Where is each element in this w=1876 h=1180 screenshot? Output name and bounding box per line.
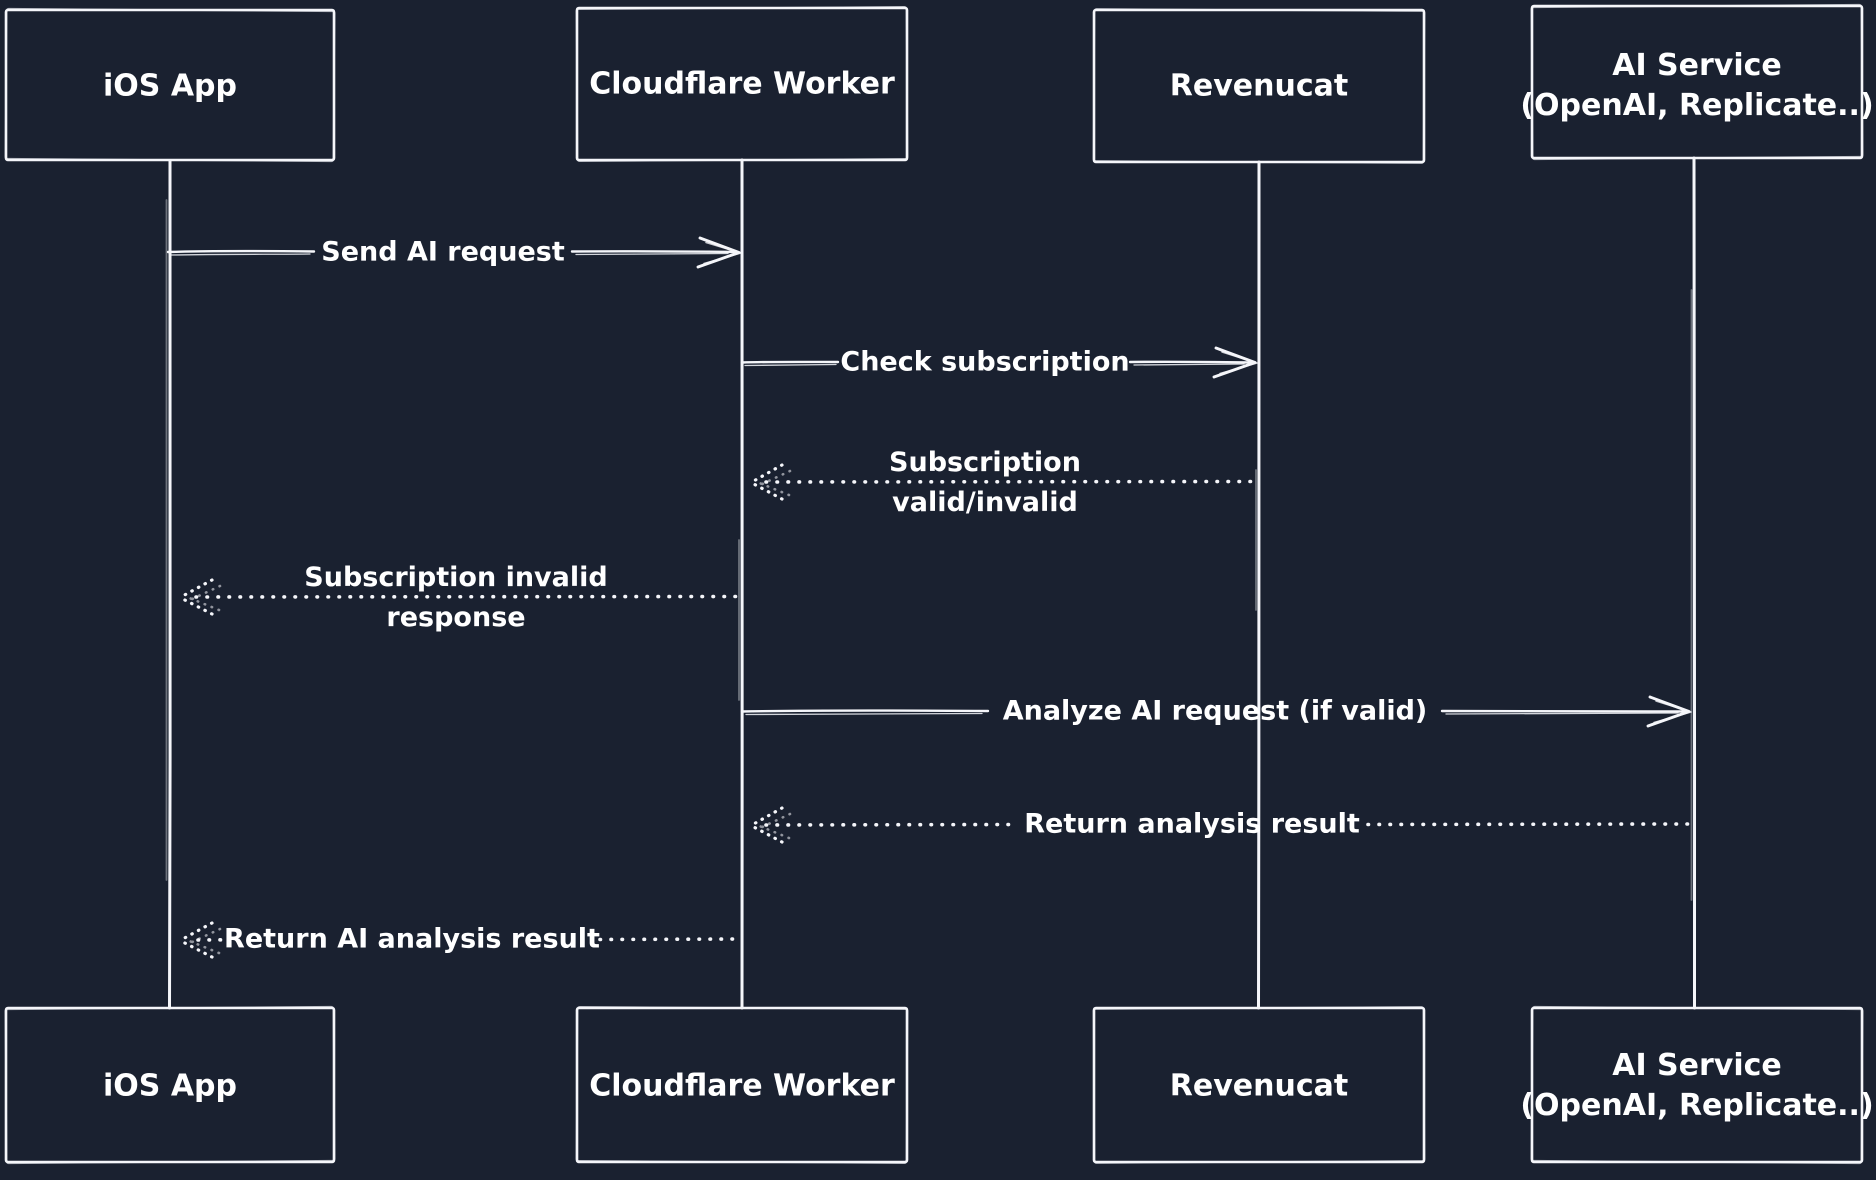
message-label-line1: Subscription [889,447,1081,478]
message-label-analyze-ai-request: Analyze AI request (if valid) [1002,695,1428,727]
lifeline-ios-app [165,159,172,1010]
participant-box-ai-service-top [1530,3,1864,161]
arrowhead-left-icon [178,578,214,616]
ai-service-label-line2: (OpenAI, Replicate..) [1520,88,1874,123]
message-line-return-ai-analysis-result [178,921,744,959]
message-line-send-ai-request [166,236,742,269]
participant-label-cloudflare-worker-bottom: Cloudflare Worker [589,1068,895,1104]
participant-box-ios-app-top [4,7,336,163]
participant-label-ai-service-top: AI Service (OpenAI, Replicate..) [1520,46,1873,126]
lifeline-cloudflare-worker [738,158,744,1010]
ai-service-label-line1: AI Service [1612,48,1782,83]
participant-box-cloudflare-worker-top [575,5,909,163]
message-line-return-analysis-result [749,806,1694,844]
participant-label-ios-app-bottom: iOS App [102,1068,238,1104]
message-label-line1: Subscription invalid [304,562,608,593]
participant-box-cloudflare-worker-bottom [575,1005,909,1165]
participant-box-ios-app-bottom [4,1005,336,1165]
message-label-return-analysis-result: Return analysis result [1024,808,1360,840]
ai-service-label-line1: AI Service [1612,1048,1782,1083]
message-line-analyze-ai-request [740,695,1692,728]
participant-box-revenucat-top [1092,8,1426,164]
participant-label-revenucat-bottom: Revenucat [1169,1068,1349,1104]
participant-label-ai-service-bottom: AI Service (OpenAI, Replicate..) [1520,1046,1873,1126]
participant-box-ai-service-bottom [1530,1005,1864,1165]
arrowhead-left-icon [749,463,784,501]
message-label-line2: valid/invalid [892,487,1078,518]
message-label-subscription-valid-invalid: Subscription valid/invalid [889,443,1081,523]
message-label-return-ai-analysis-result: Return AI analysis result [224,923,600,955]
participant-box-revenucat-bottom [1092,1006,1426,1164]
message-label-send-ai-request: Send AI request [321,236,565,268]
ai-service-label-line2: (OpenAI, Replicate..) [1520,1088,1874,1123]
message-line-check-subscription [740,346,1258,379]
arrowhead-left-icon [749,806,784,844]
message-label-line2: response [386,602,526,633]
message-label-check-subscription: Check subscription [840,346,1130,378]
participant-label-cloudflare-worker-top: Cloudflare Worker [589,66,895,102]
lifeline-ai-service [1690,156,1697,1010]
message-label-subscription-invalid-response: Subscription invalid response [304,558,607,638]
arrowhead-left-icon [178,921,214,959]
message-line-subscription-invalid-response [178,578,744,616]
participant-label-ios-app-top: iOS App [102,68,238,104]
message-line-subscription-valid-invalid [749,463,1260,501]
participant-label-revenucat-top: Revenucat [1169,68,1349,104]
lifeline-revenucat [1255,160,1261,1010]
